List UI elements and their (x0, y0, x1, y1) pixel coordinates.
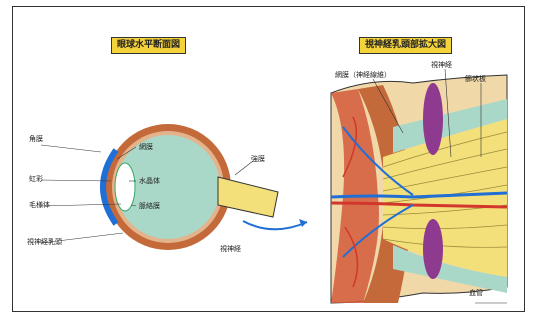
optic-nerve (218, 177, 278, 217)
label-macula: 視神経乳頭 (27, 238, 62, 247)
label-ciliary: 毛様体 (29, 201, 50, 210)
label-vessel: 血管 (469, 289, 483, 298)
label-cornea: 角膜 (29, 135, 43, 144)
label-lamina: 篩状板 (465, 75, 486, 84)
left-diagram-title: 眼球水平断面図 (111, 37, 186, 54)
label-choroid: 脈絡膜 (139, 202, 160, 211)
label-sclera: 強膜 (251, 155, 265, 164)
label-optic-nerve-zoom: 視神経 (431, 61, 452, 70)
label-nerve-fibers: 網膜（神経線維） (335, 71, 391, 80)
right-diagram-title: 視神経乳頭部拡大図 (359, 37, 452, 54)
zoom-arrow (243, 221, 307, 229)
zoom-arrow-head (299, 219, 307, 227)
label-retina: 網膜 (139, 143, 153, 152)
label-iris: 虹彩 (29, 175, 43, 184)
label-lens: 水晶体 (139, 177, 160, 186)
label-optic-nerve: 視神経 (220, 245, 241, 254)
diagram-frame: 眼球水平断面図 視神経乳頭部拡大図 角膜 虹彩 毛様体 視神経乳頭 網膜 水晶体… (12, 6, 525, 312)
optic-disc-zoom (331, 69, 507, 303)
eyeball (103, 124, 278, 250)
